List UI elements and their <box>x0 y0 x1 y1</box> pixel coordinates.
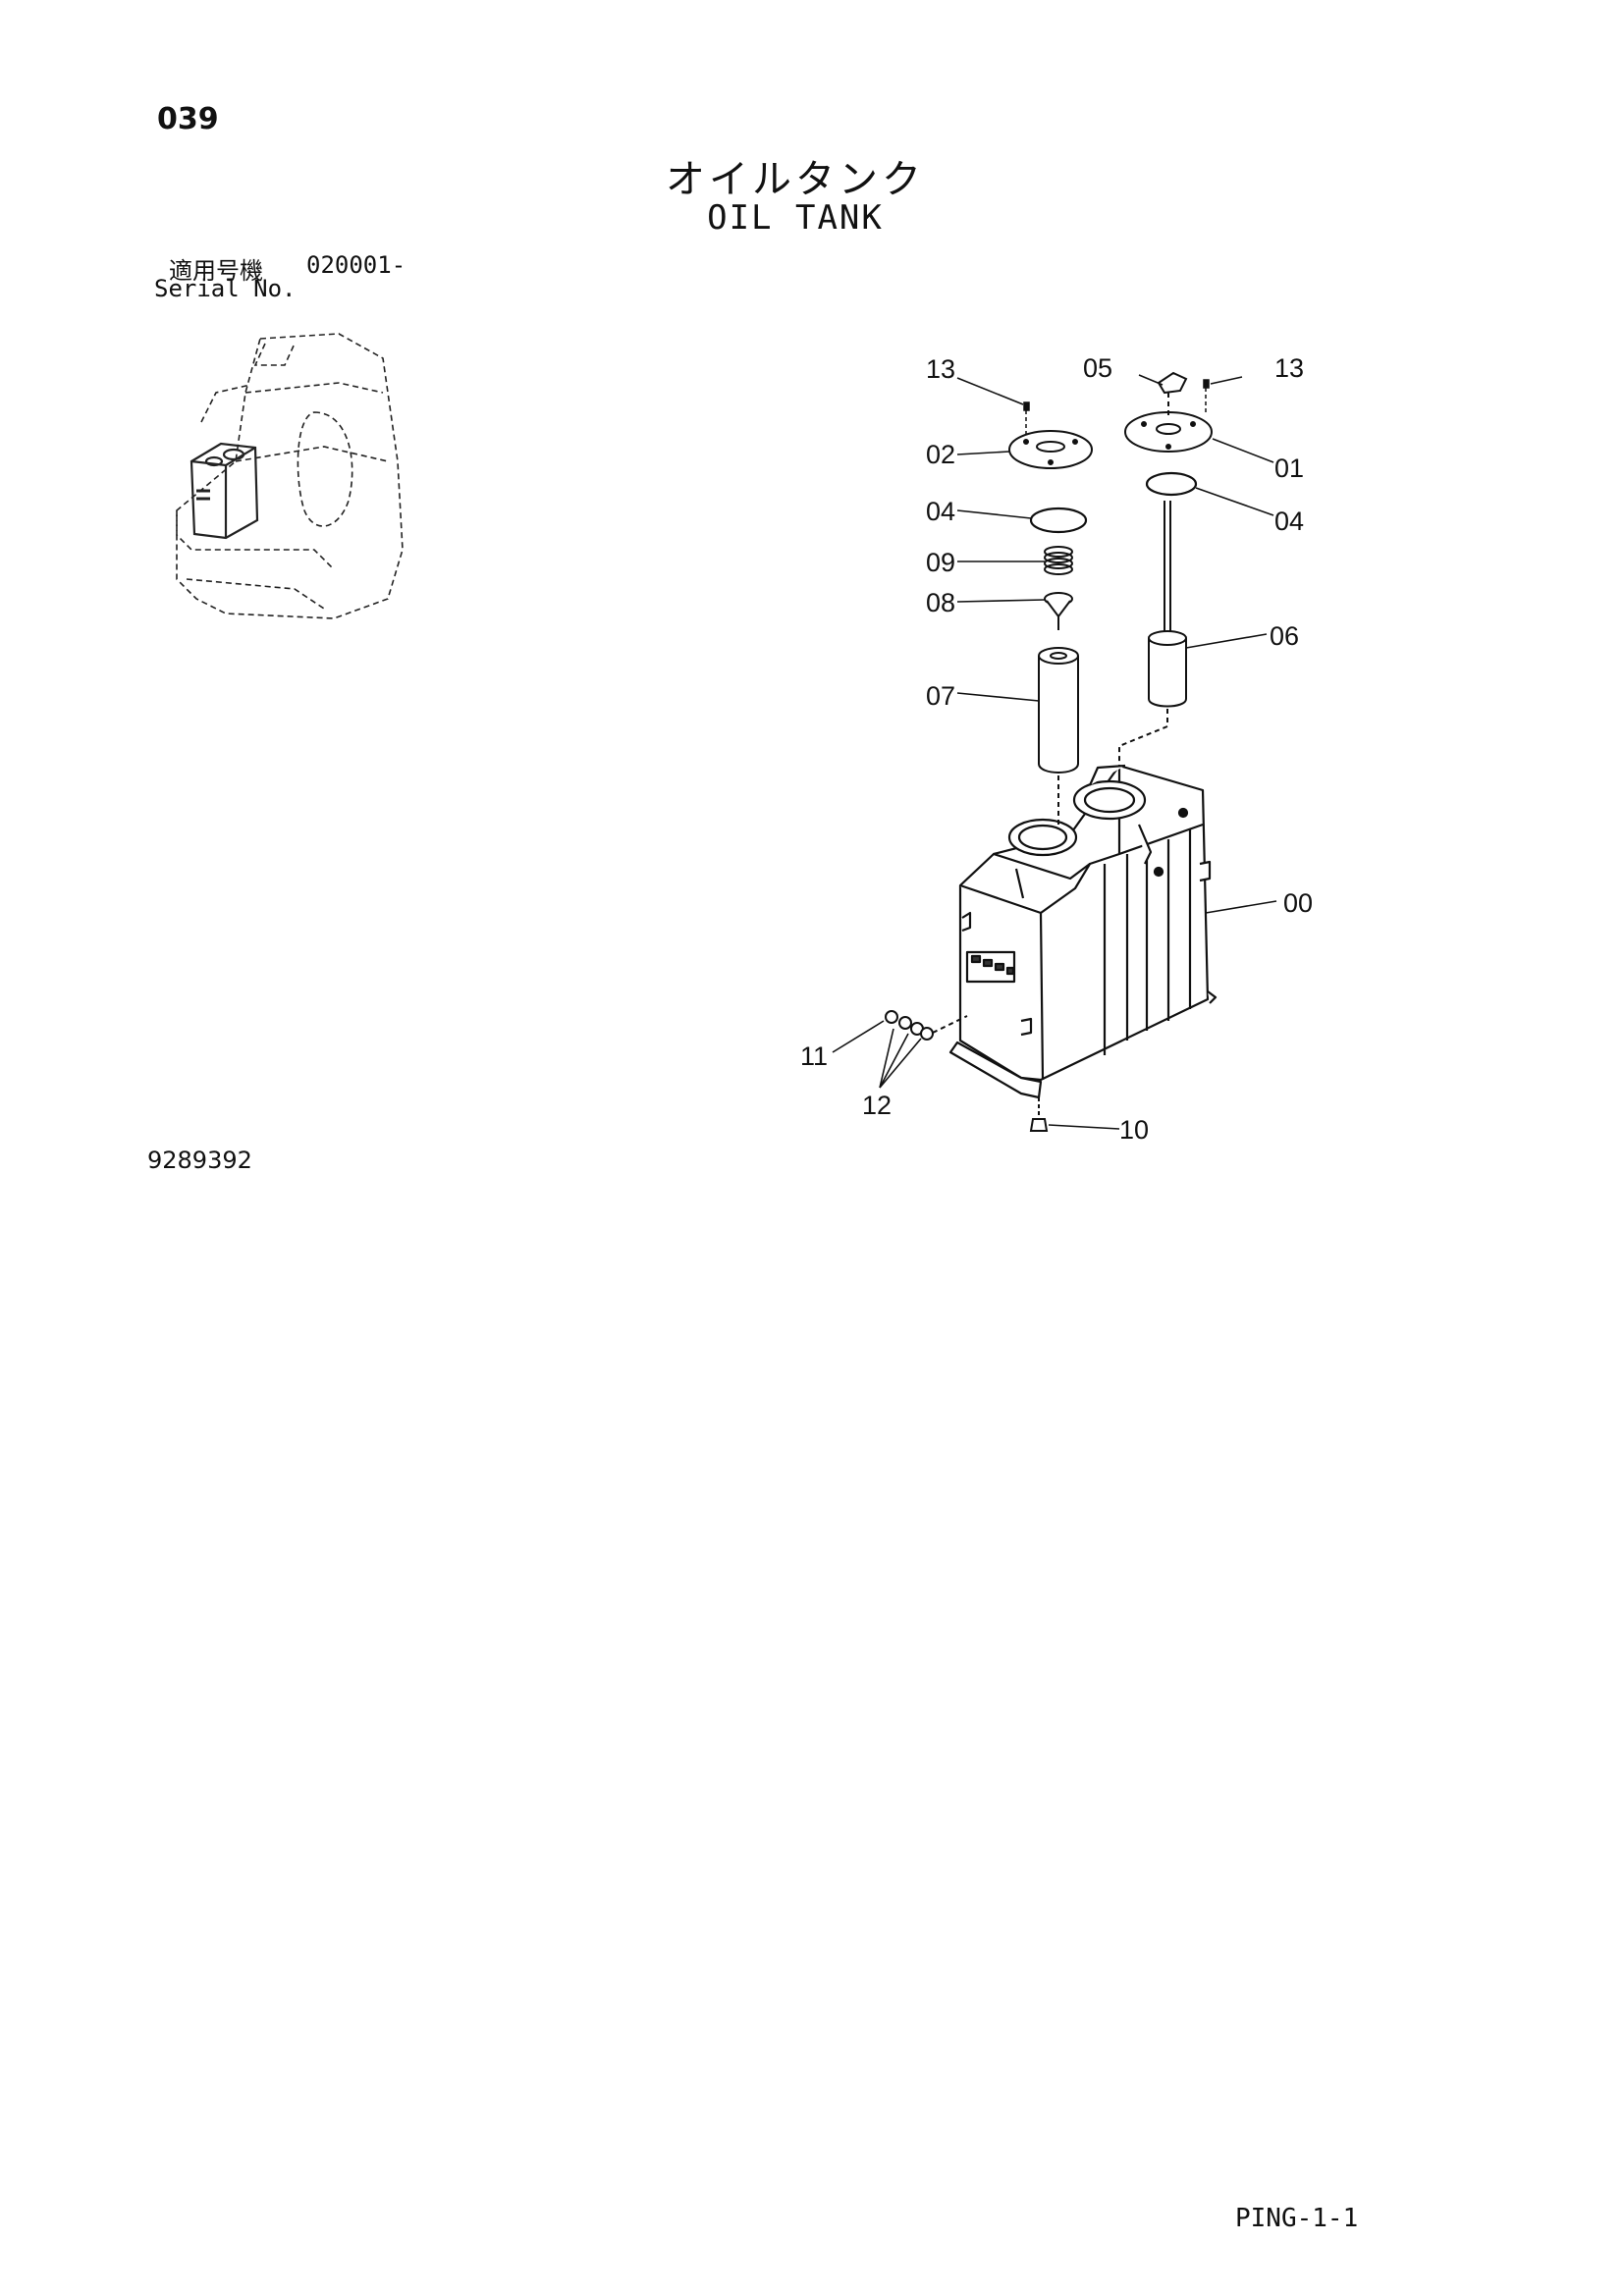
callout-10: 10 <box>1119 1115 1149 1145</box>
title-japanese: オイルタンク <box>666 157 925 202</box>
callout-04-right: 04 <box>1274 507 1304 536</box>
callout-05: 05 <box>1083 353 1112 383</box>
page-code: PING-1-1 <box>1235 2204 1359 2233</box>
oil-tank-locator-highlight <box>189 442 259 540</box>
callout-04-left: 04 <box>926 497 955 526</box>
o-ring-04-right <box>1145 471 1198 497</box>
valve-08 <box>1044 592 1073 630</box>
serial-label-english: Serial No. <box>154 275 297 302</box>
drain-plug-10 <box>1029 1097 1049 1132</box>
drawing-number: 9289392 <box>147 1147 252 1174</box>
cover-plate-01 <box>1124 411 1213 453</box>
bolts-13 <box>1023 379 1210 434</box>
spring-09 <box>1044 546 1073 575</box>
callout-08: 08 <box>926 588 955 617</box>
oil-tank-body <box>948 764 1218 1099</box>
callout-12: 12 <box>862 1091 892 1120</box>
serial-number-value: 020001- <box>306 251 406 279</box>
strainer-06 <box>1118 501 1187 766</box>
serial-label-japanese: 適用号機 <box>169 257 263 285</box>
cover-plate-02 <box>1008 430 1093 469</box>
title-english: OIL TANK <box>707 198 884 238</box>
machine-locator-thumbnail <box>176 333 404 619</box>
callout-labels: 13 05 13 02 01 04 04 09 08 06 07 00 11 1… <box>800 353 1313 1145</box>
cap-05 <box>1157 371 1188 417</box>
callout-13-left: 13 <box>926 354 955 384</box>
callout-01: 01 <box>1274 454 1304 483</box>
leader-lines <box>832 374 1277 1130</box>
callout-06: 06 <box>1270 621 1299 651</box>
filter-element-07 <box>1038 647 1079 825</box>
callout-00: 00 <box>1283 888 1313 918</box>
o-ring-04-left <box>1029 507 1088 534</box>
fasteners-11-12 <box>885 1010 968 1041</box>
callout-07: 07 <box>926 681 955 711</box>
page-number: 039 <box>157 102 219 136</box>
callout-13-right: 13 <box>1274 353 1304 383</box>
callout-09: 09 <box>926 548 955 577</box>
callout-11: 11 <box>800 1041 828 1071</box>
callout-02: 02 <box>926 440 955 469</box>
